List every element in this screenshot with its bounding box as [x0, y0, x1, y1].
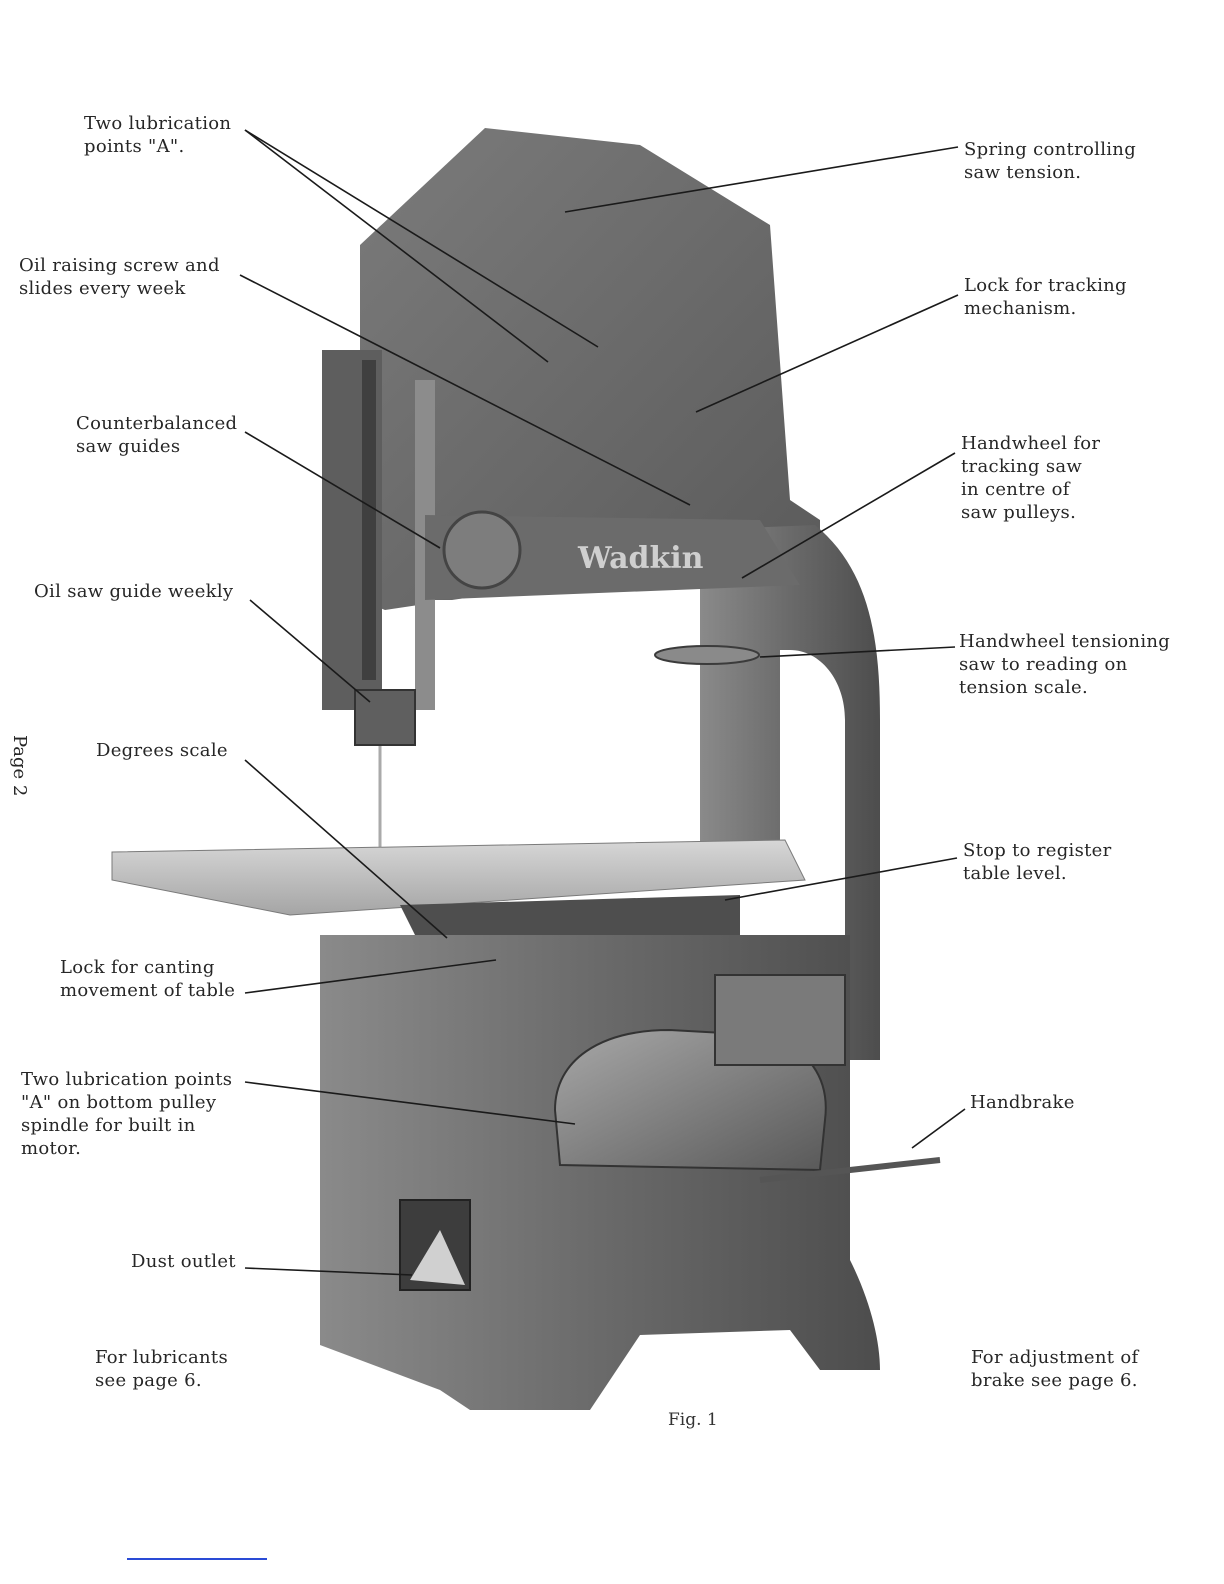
label-handbrake: Handbrake	[970, 1092, 1075, 1113]
label-lock-tracking: Lock for tracking mechanism.	[964, 275, 1127, 319]
label-counterbalanced-guides: Counterbalanced saw guides	[76, 413, 238, 457]
leader-lines	[239, 129, 966, 1276]
label-handwheel-tensioning: Handwheel tensioning saw to reading on t…	[959, 631, 1171, 698]
label-degrees-scale: Degrees scale	[96, 740, 228, 761]
label-brake-note: For adjustment of brake see page 6.	[971, 1347, 1139, 1391]
label-oil-saw-guide: Oil saw guide weekly	[34, 581, 234, 602]
page-number: Page 2	[9, 735, 30, 797]
handbrake-lever	[759, 1157, 941, 1183]
label-oil-raising-screw: Oil raising screw and slides every week	[19, 255, 220, 299]
label-stop-register: Stop to register table level.	[963, 840, 1112, 884]
upper-wheel-guard	[360, 128, 820, 610]
saw-guide-head	[354, 689, 416, 746]
label-bottom-pulley-lubrication: Two lubrication points "A" on bottom pul…	[21, 1069, 233, 1159]
label-spring-tension: Spring controlling saw tension.	[964, 139, 1137, 183]
guide-post-left	[362, 360, 376, 680]
label-lubricants-note: For lubricants see page 6.	[95, 1347, 228, 1391]
footer-rule	[127, 1558, 267, 1560]
figure-caption: Fig. 1	[668, 1410, 718, 1430]
saw-table	[111, 839, 806, 916]
arm-hub	[442, 510, 522, 590]
throat	[430, 600, 700, 850]
label-lubrication-points-a: Two lubrication points "A".	[84, 113, 232, 157]
tension-handwheel	[654, 645, 760, 665]
label-lock-canting: Lock for canting movement of table	[60, 957, 236, 1001]
brand-text: Wadkin	[577, 541, 704, 576]
label-handwheel-tracking: Handwheel for tracking saw in centre of …	[961, 433, 1101, 523]
switch-box	[714, 974, 846, 1066]
label-dust-outlet: Dust outlet	[131, 1251, 236, 1272]
